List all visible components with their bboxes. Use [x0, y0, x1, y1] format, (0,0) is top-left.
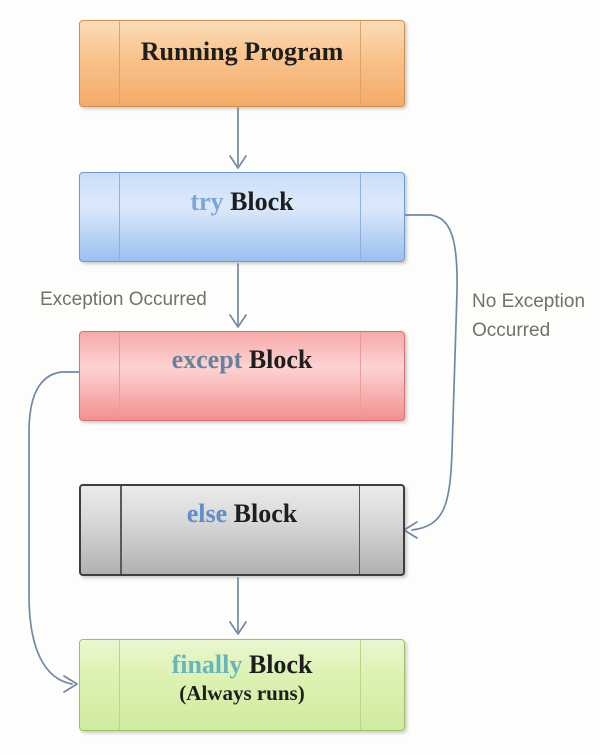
label-line: No Exception	[472, 291, 586, 312]
arrow-down-icon	[229, 314, 247, 328]
arrow-except-to-finally	[28, 371, 81, 693]
divider-line	[120, 486, 122, 574]
node-label: finally Block	[172, 650, 313, 680]
divider-line	[119, 332, 120, 420]
arrow-down-icon	[229, 155, 247, 169]
label-line: Occurred	[472, 320, 551, 341]
arrow-running-to-try	[229, 107, 247, 169]
arrow-down-icon	[229, 621, 247, 635]
arrow-right-icon	[63, 675, 78, 693]
arrow-else-to-finally	[229, 577, 247, 635]
node-label: try Block	[190, 187, 293, 217]
divider-line	[119, 173, 120, 261]
node-text: Running Program	[140, 36, 344, 66]
node-try-block: try Block	[79, 172, 405, 262]
divider-line	[360, 173, 361, 261]
divider-line	[360, 332, 361, 420]
node-label: else Block	[187, 499, 298, 529]
arrow-try-to-except	[229, 263, 247, 328]
node-label: Running Program	[141, 37, 344, 67]
keyword-try: try	[190, 187, 224, 216]
divider-line	[119, 21, 120, 106]
node-running-program: Running Program	[79, 20, 405, 107]
divider-line	[360, 640, 361, 730]
node-text: Block	[223, 187, 294, 216]
node-finally-block: finally Block (Always runs)	[79, 639, 405, 731]
arrow-left-icon	[403, 521, 418, 539]
divider-line	[119, 640, 120, 730]
node-subtext: (Always runs)	[179, 681, 305, 705]
divider-line	[360, 21, 361, 106]
node-else-block: else Block	[79, 484, 405, 576]
keyword-except: except	[171, 345, 243, 374]
node-except-block: except Block	[79, 331, 405, 421]
label-no-exception-occurred: No Exception Occurred	[472, 287, 585, 345]
node-text: Block	[242, 650, 313, 679]
keyword-finally: finally	[171, 650, 243, 679]
keyword-else: else	[186, 499, 228, 528]
divider-line	[358, 486, 360, 574]
node-label: except Block	[172, 345, 313, 375]
arrow-try-to-else	[403, 214, 458, 539]
node-text: Block	[242, 345, 313, 374]
label-exception-occurred: Exception Occurred	[40, 289, 207, 310]
node-text: Block	[227, 499, 298, 528]
